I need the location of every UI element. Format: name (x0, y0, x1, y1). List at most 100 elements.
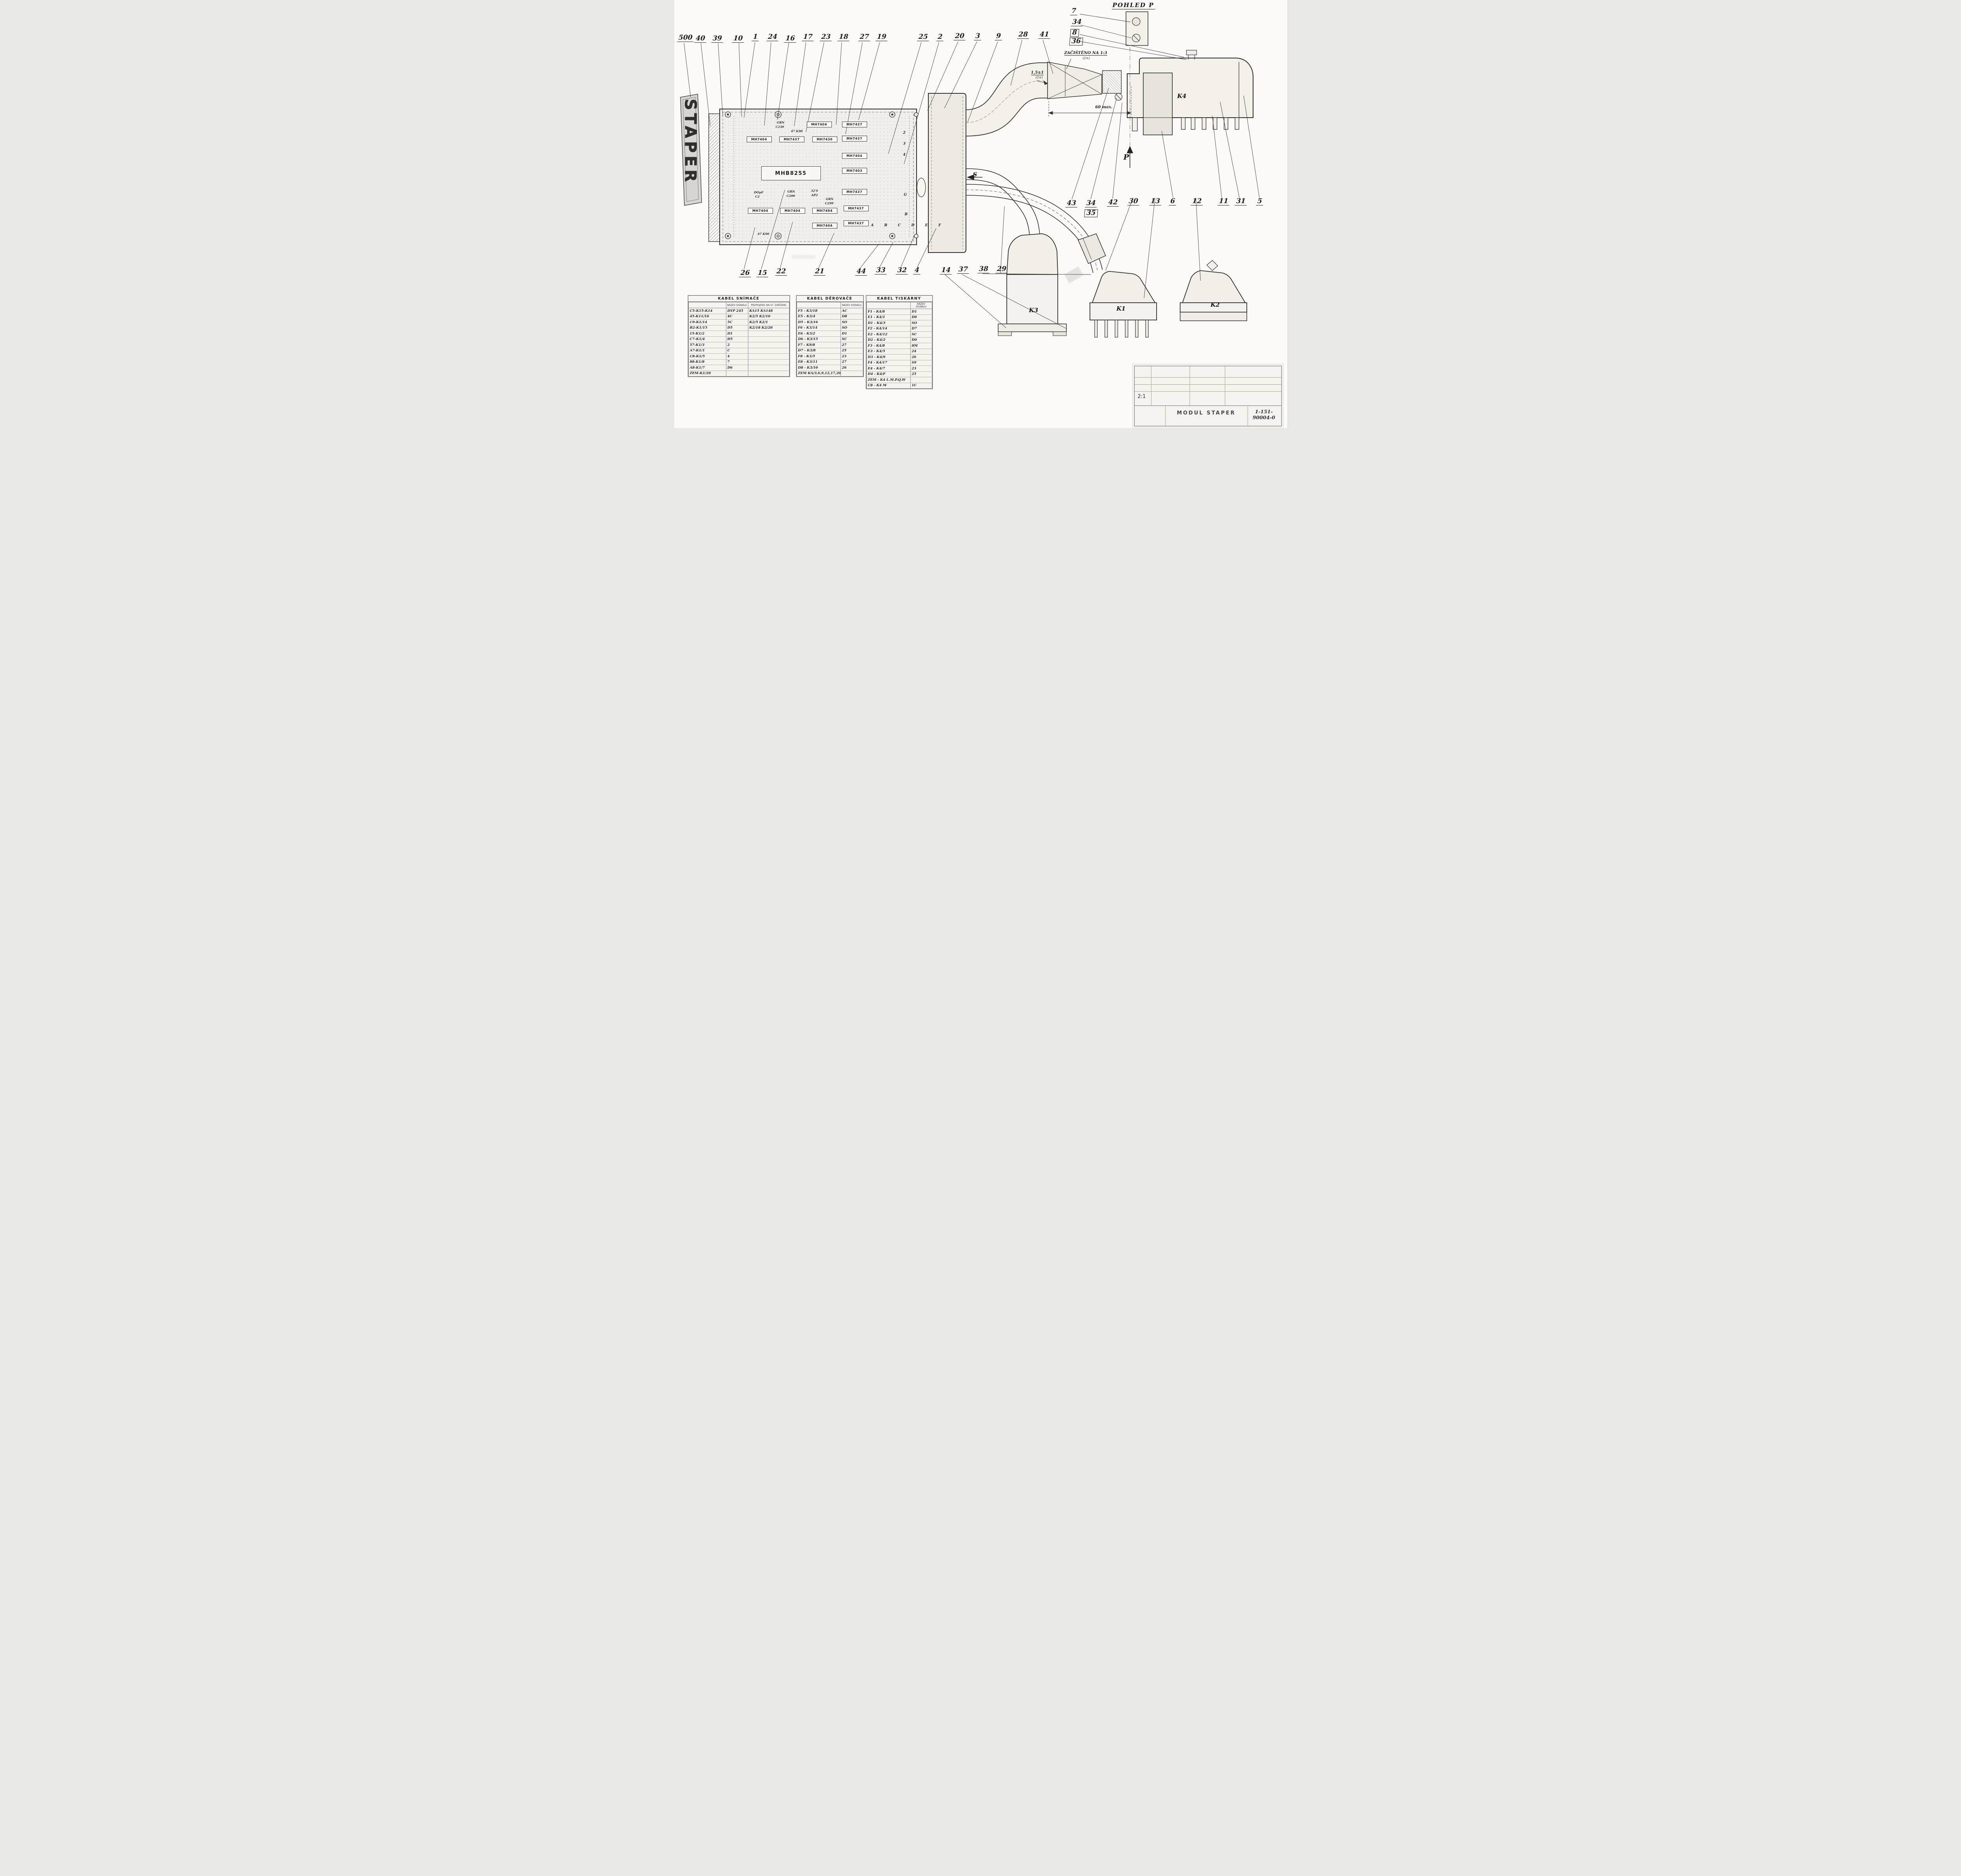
callout-26: 26 (739, 269, 751, 277)
table-row: D2 - K4/2 D0 (866, 337, 932, 343)
cell: 23 (910, 365, 932, 372)
callout-41: 41 (1038, 31, 1050, 39)
col-header: NÁZEV SIGNÁLU (840, 302, 863, 308)
callout-29: 29 (995, 265, 1008, 273)
table-row: C8-K1/5 4 (688, 353, 789, 360)
ic-chip: MH7404 (806, 122, 832, 127)
table-row: ZEM-K1/20 (688, 371, 789, 376)
ic-chip: MH7404 (842, 153, 867, 159)
cell: ZEM KA/3,6,9,12,17,20 (796, 371, 841, 376)
ic-chip: MH7437 (842, 122, 867, 127)
cell: E6 - K3/2 (796, 331, 841, 337)
table-row: F8 - K3/5 23 (796, 353, 863, 360)
col-header (866, 302, 911, 309)
cell: KA15 KA148 (748, 308, 789, 314)
front-panel (916, 93, 966, 253)
cell: D6 - K3/15 (796, 336, 841, 342)
cell (726, 371, 748, 376)
table-header-row: NÁZEV SIGNÁLU (866, 302, 932, 309)
table-row: F3 - K4/8 8M (866, 343, 932, 349)
pcb-note: 32'S (811, 189, 818, 193)
callout-17: 17 (801, 33, 814, 41)
ic-chip: MH7404 (812, 208, 837, 214)
table-row: 57-K1/3 2 (688, 342, 789, 348)
col-header: NÁZEV SIGNÁLU (910, 302, 932, 309)
cell: D1 (840, 331, 863, 337)
title-block-line (1134, 405, 1281, 406)
table-row: C7-K1/4 D5 (688, 336, 789, 342)
table-row: E8 - K3/11 27 (796, 359, 863, 365)
table-row: F4 - K4/17 S9 (866, 360, 932, 366)
callout-20: 20 (953, 32, 966, 40)
cell: D2 - K4/2 (866, 337, 911, 343)
title-block-scale: 2:1 (1137, 394, 1146, 400)
title-block-number: 1-151-90004-0 (1252, 409, 1275, 420)
cell: SC (840, 336, 863, 342)
table-row: E3 - K4/5 24 (866, 349, 932, 354)
cell: F1 - K4/8 (866, 309, 911, 315)
cell (910, 377, 932, 383)
cell: 26 (840, 365, 863, 371)
cell (748, 331, 789, 337)
cell: 26 (910, 354, 932, 360)
dim-15 (1036, 80, 1048, 85)
cell: 8M (910, 343, 932, 349)
callout-25: 25 (917, 33, 929, 41)
cable-boot (1077, 233, 1106, 264)
cell: F4 - K4/17 (866, 360, 911, 366)
callout-1: 1 (751, 33, 759, 41)
cell: D3 - K4/9 (866, 354, 911, 360)
pcb-edge-digit: 4 (903, 153, 906, 157)
cell: A8-K1/7 (688, 365, 726, 371)
col-header (796, 302, 841, 308)
table-row: D5 - K3/16 SO (796, 319, 863, 325)
cell: D5 - K3/16 (796, 319, 841, 325)
cell: E4 - K4/7 (866, 365, 911, 372)
drawing-linework (680, 11, 1259, 338)
callout-18: 18 (837, 33, 850, 41)
cell: F7 - K9/8 (796, 342, 841, 348)
ic-chip: MH7437 (843, 205, 869, 211)
callout-31: 31 (1234, 197, 1247, 205)
cell: D8 (840, 314, 863, 320)
pcb-note: AP2 (811, 193, 818, 197)
callout-22: 22 (775, 267, 787, 276)
ic-chip: MH7404 (746, 136, 772, 142)
callout-15: 15 (756, 269, 768, 277)
pcb-note: C230 (775, 125, 784, 129)
cell: 27 (840, 359, 863, 365)
cell: D8 - K3/10 (796, 365, 841, 371)
cell: K2/5 K2/10 (748, 314, 789, 320)
table-row: E2 - K4/12 SC (866, 331, 932, 338)
cell: K2/18 K2/20 (748, 325, 789, 331)
scan-smudge (791, 255, 815, 259)
k1-label: K1 (1116, 305, 1126, 312)
cell: A7-K1/1 (688, 348, 726, 354)
table-row: D1 - K4/3 SO (866, 320, 932, 326)
connector-k2 (1179, 260, 1247, 321)
cell: AC (840, 308, 863, 314)
title-block-title: MODUL STAPER (1177, 410, 1236, 416)
table-row: F1 - K4/8 D1 (866, 309, 932, 315)
pcb-note: GRN (826, 197, 834, 201)
staper-strip (680, 94, 702, 206)
table-kabel-snimace: KABEL SNÍMAČE NÁZEV SIGNÁLU PROPOJENO NA… (688, 295, 790, 377)
pcb-note: C200 (786, 194, 795, 198)
cell: ZEM-K1/20 (688, 371, 726, 376)
callout-40: 40 (694, 35, 706, 43)
table-row: A7-K1/1 C (688, 348, 789, 354)
cell: 4 (726, 353, 748, 360)
clip-part (1186, 50, 1197, 60)
cell: 23 (840, 353, 863, 360)
ic-chip-mhb8255: MHB8255 (761, 166, 821, 180)
table-row: D7 - K3/8 25 (796, 348, 863, 354)
cell: C8 - K4 M (866, 383, 911, 389)
callout-6: 6 (1168, 197, 1177, 205)
ic-chip: MH7404 (748, 208, 773, 214)
callout-8: 8 (1070, 29, 1079, 37)
cell: E5 - K3/4 (796, 314, 841, 320)
cell: D5 (726, 325, 748, 331)
cell: D0 (910, 314, 932, 320)
signal-table: NÁZEV SIGNÁLU F1 - K4/8 D1 E1 - K4/1 D0 (866, 302, 932, 389)
cell (748, 371, 789, 376)
